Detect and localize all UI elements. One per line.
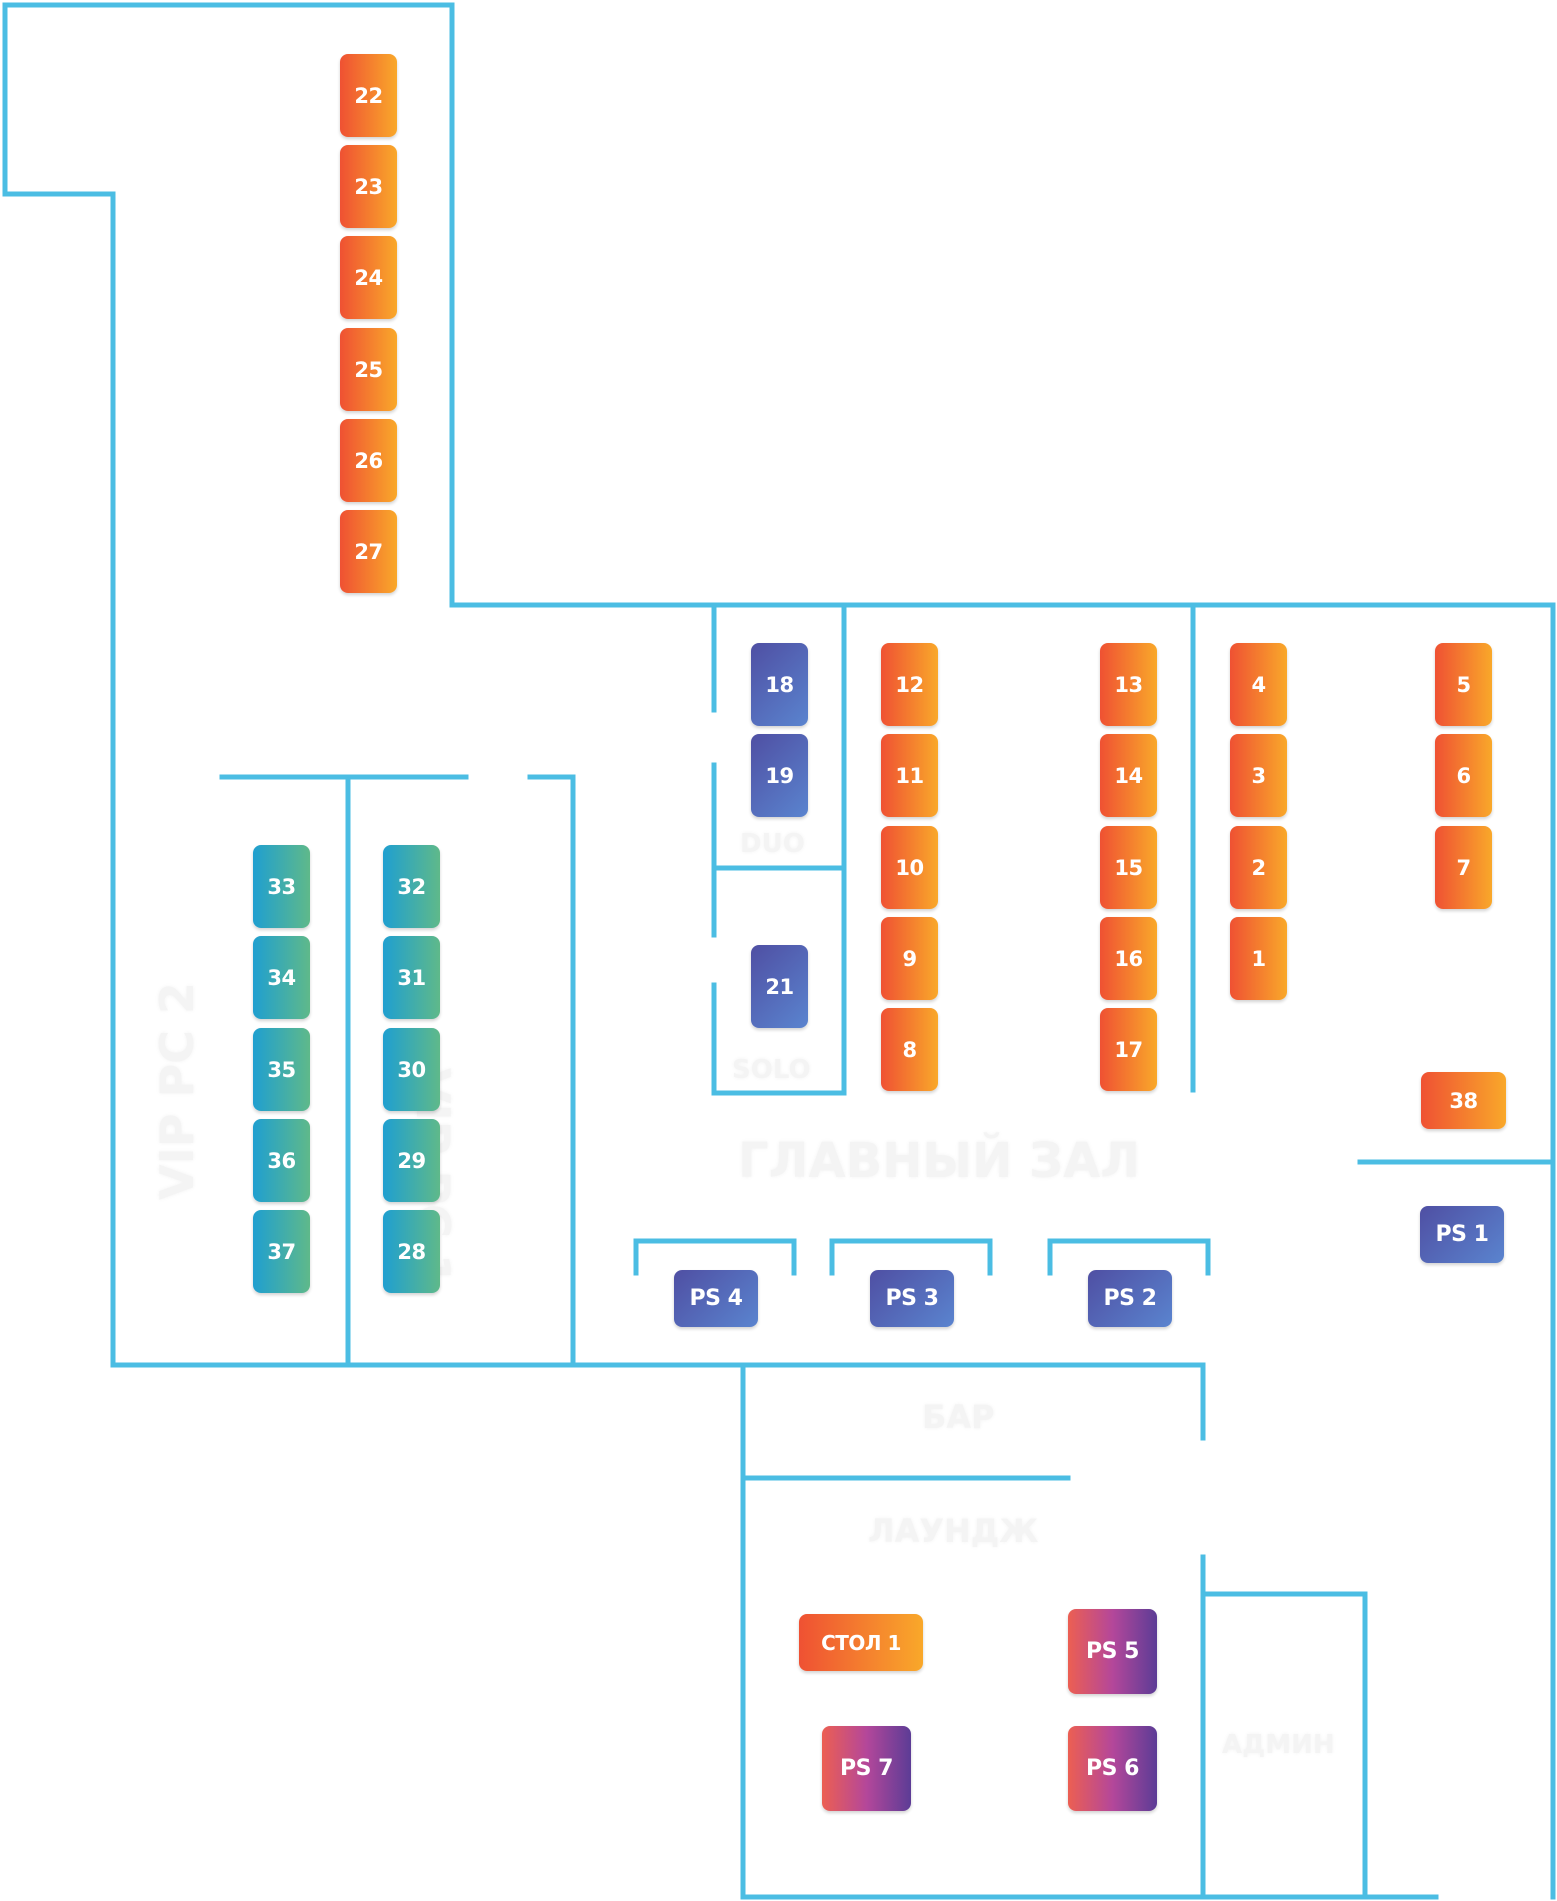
seat-pc-6[interactable]: 6 bbox=[1435, 734, 1492, 817]
seat-pc-12[interactable]: 12 bbox=[881, 643, 938, 726]
room-label-admin: АДМИН bbox=[1222, 1730, 1335, 1760]
seat-pc-7[interactable]: 7 bbox=[1435, 826, 1492, 909]
seat-pc-3[interactable]: 3 bbox=[1230, 734, 1287, 817]
seat-pc-19[interactable]: 19 bbox=[751, 734, 808, 817]
seat-ps-7[interactable]: PS 7 bbox=[822, 1726, 911, 1811]
seat-pc-16[interactable]: 16 bbox=[1100, 917, 1157, 1000]
seat-pc-10[interactable]: 10 bbox=[881, 826, 938, 909]
seat-pc-9[interactable]: 9 bbox=[881, 917, 938, 1000]
seat-pc-26[interactable]: 26 bbox=[340, 419, 397, 502]
seat-pc-11[interactable]: 11 bbox=[881, 734, 938, 817]
seat-pc-27[interactable]: 27 bbox=[340, 510, 397, 593]
seat-pc-5[interactable]: 5 bbox=[1435, 643, 1492, 726]
room-label-solo: SOLO bbox=[732, 1055, 811, 1085]
seat-pc-24[interactable]: 24 bbox=[340, 236, 397, 319]
seat-pc-30[interactable]: 30 bbox=[383, 1028, 440, 1111]
seat-pc-29[interactable]: 29 bbox=[383, 1119, 440, 1202]
seat-ps-1[interactable]: PS 1 bbox=[1420, 1206, 1504, 1263]
seat-pc-18[interactable]: 18 bbox=[751, 643, 808, 726]
seat-pc-28[interactable]: 28 bbox=[383, 1210, 440, 1293]
seat-pc-38[interactable]: 38 bbox=[1421, 1072, 1506, 1129]
seat-pc-8[interactable]: 8 bbox=[881, 1008, 938, 1091]
room-label-bar: БАР bbox=[922, 1398, 995, 1436]
seat-ps-4[interactable]: PS 4 bbox=[674, 1270, 758, 1327]
seat-ps-6[interactable]: PS 6 bbox=[1068, 1726, 1157, 1811]
seat-pc-22[interactable]: 22 bbox=[340, 54, 397, 137]
room-label-vip-pc-2: VIP PC 2 bbox=[150, 982, 204, 1200]
seat-table-1[interactable]: СТОЛ 1 bbox=[799, 1614, 923, 1671]
seat-pc-17[interactable]: 17 bbox=[1100, 1008, 1157, 1091]
seat-pc-36[interactable]: 36 bbox=[253, 1119, 310, 1202]
seat-pc-32[interactable]: 32 bbox=[383, 845, 440, 928]
seat-pc-4[interactable]: 4 bbox=[1230, 643, 1287, 726]
room-label-lounge: ЛАУНДЖ bbox=[868, 1512, 1039, 1550]
room-label-duo: DUO bbox=[740, 829, 805, 859]
room-label-main-hall: ГЛАВНЫЙ ЗАЛ bbox=[738, 1133, 1141, 1189]
seat-pc-15[interactable]: 15 bbox=[1100, 826, 1157, 909]
seat-pc-21[interactable]: 21 bbox=[751, 945, 808, 1028]
seat-pc-31[interactable]: 31 bbox=[383, 936, 440, 1019]
seat-pc-2[interactable]: 2 bbox=[1230, 826, 1287, 909]
seat-pc-33[interactable]: 33 bbox=[253, 845, 310, 928]
seat-ps-3[interactable]: PS 3 bbox=[870, 1270, 954, 1327]
seat-pc-1[interactable]: 1 bbox=[1230, 917, 1287, 1000]
seat-ps-2[interactable]: PS 2 bbox=[1088, 1270, 1172, 1327]
seat-pc-34[interactable]: 34 bbox=[253, 936, 310, 1019]
seat-pc-23[interactable]: 23 bbox=[340, 145, 397, 228]
seat-pc-14[interactable]: 14 bbox=[1100, 734, 1157, 817]
seat-pc-35[interactable]: 35 bbox=[253, 1028, 310, 1111]
seat-pc-37[interactable]: 37 bbox=[253, 1210, 310, 1293]
seat-pc-25[interactable]: 25 bbox=[340, 328, 397, 411]
seat-ps-5[interactable]: PS 5 bbox=[1068, 1609, 1157, 1694]
seat-pc-13[interactable]: 13 bbox=[1100, 643, 1157, 726]
